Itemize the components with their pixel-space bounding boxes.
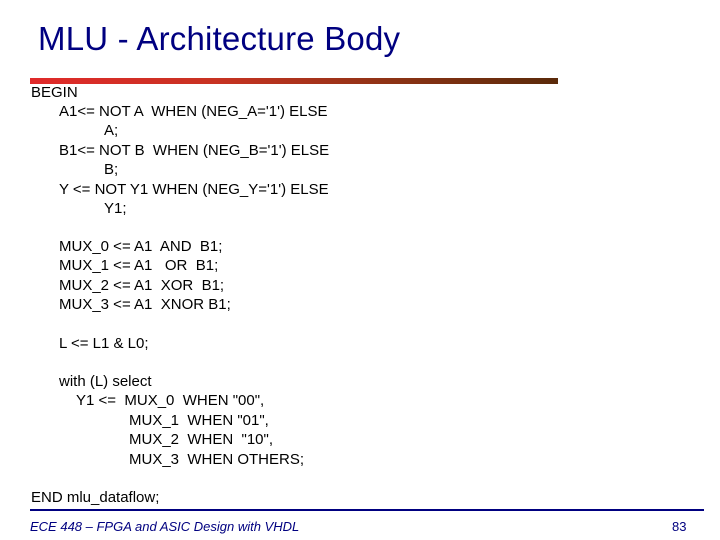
code-line-mux3: MUX_3 <= A1 XNOR B1; xyxy=(59,296,231,313)
code-line-begin: BEGIN xyxy=(31,84,78,101)
code-line-b1-else: B; xyxy=(104,161,119,178)
code-line-b1: B1<= NOT B WHEN (NEG_B='1') ELSE xyxy=(59,142,330,159)
code-line-sel0: Y1 <= MUX_0 WHEN "00", xyxy=(76,392,265,409)
code-line-mux1: MUX_1 <= A1 OR B1; xyxy=(59,257,219,274)
code-line-a1: A1<= NOT A WHEN (NEG_A='1') ELSE xyxy=(59,103,328,120)
footer-course-title: ECE 448 – FPGA and ASIC Design with VHDL xyxy=(30,519,300,534)
code-line-end: END mlu_dataflow; xyxy=(31,489,160,506)
code-line-mux0: MUX_0 <= A1 AND B1; xyxy=(59,238,223,255)
code-line-mux2: MUX_2 <= A1 XOR B1; xyxy=(59,277,225,294)
slide-title: MLU - Architecture Body xyxy=(38,20,401,57)
code-line-with-select: with (L) select xyxy=(59,373,152,390)
code-line-l-assign: L <= L1 & L0; xyxy=(59,335,149,352)
code-line-sel1: MUX_1 WHEN "01", xyxy=(129,412,269,429)
code-line-sel3: MUX_3 WHEN OTHERS; xyxy=(129,451,305,468)
page-number: 83 xyxy=(672,519,687,534)
code-line-y: Y <= NOT Y1 WHEN (NEG_Y='1') ELSE xyxy=(59,181,329,198)
code-line-a1-else: A; xyxy=(104,122,119,139)
code-line-sel2: MUX_2 WHEN "10", xyxy=(129,431,274,448)
title-underline xyxy=(30,78,558,84)
code-line-y-else: Y1; xyxy=(104,200,127,217)
footer-rule xyxy=(30,509,704,511)
